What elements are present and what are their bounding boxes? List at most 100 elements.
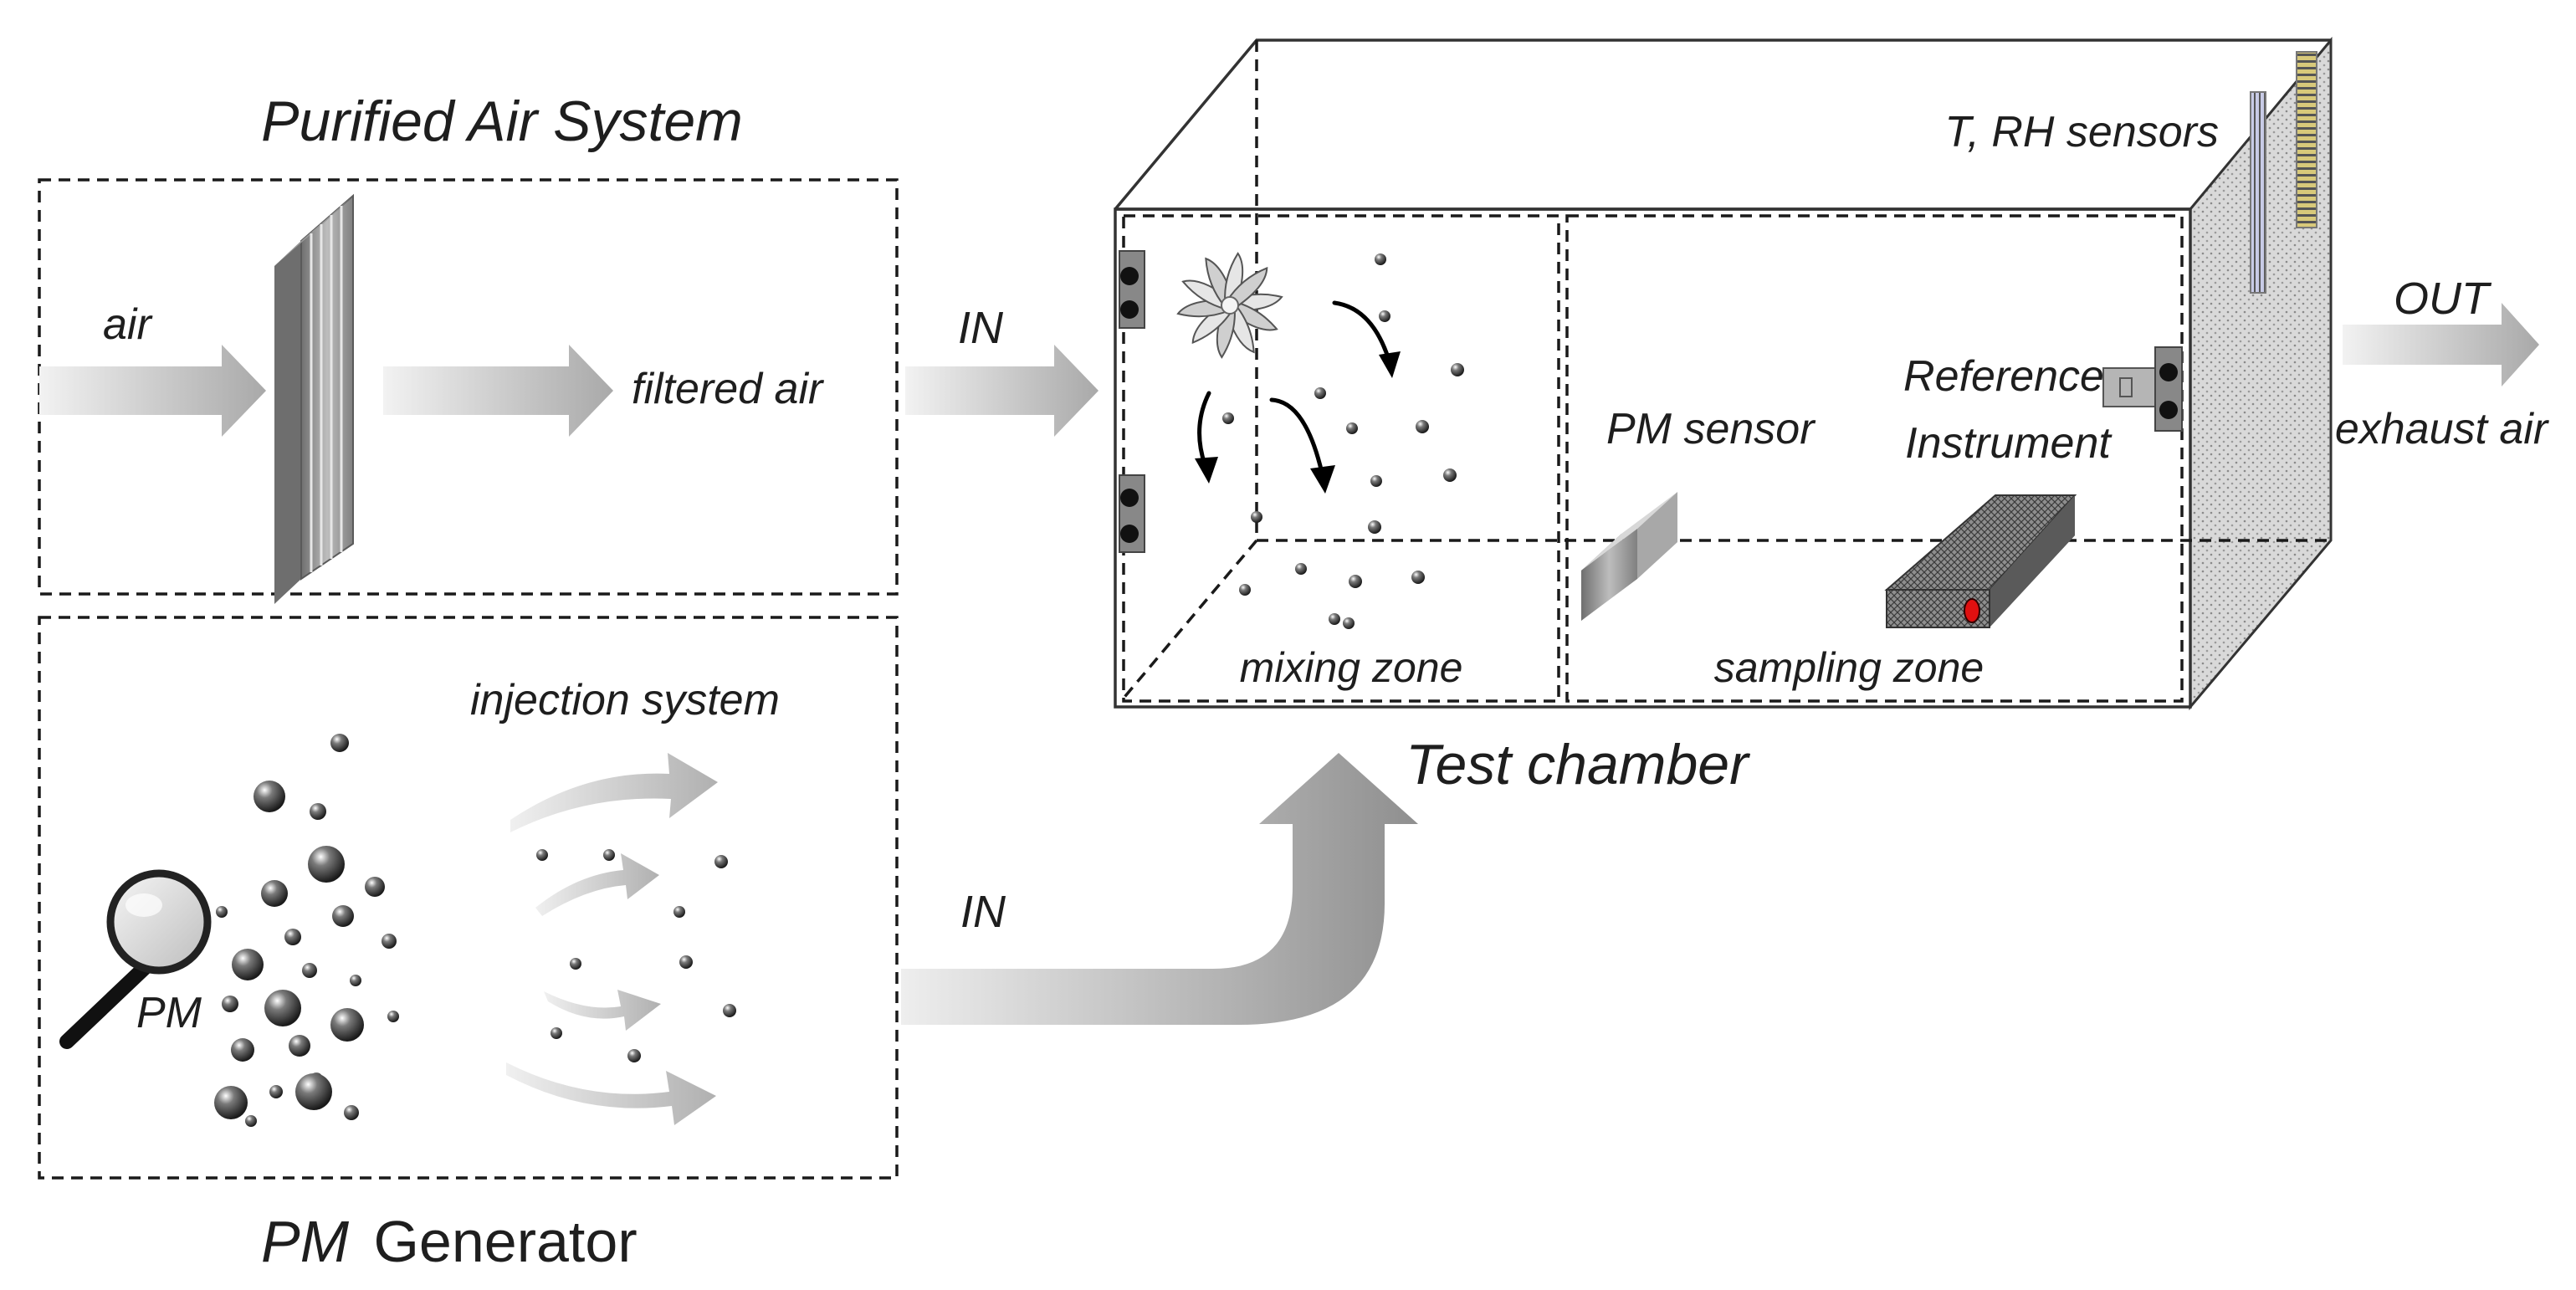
- particle-icon: [1370, 475, 1382, 487]
- particle-icon: [1379, 310, 1390, 322]
- particle-icon: [232, 949, 264, 980]
- particle-icon: [1343, 617, 1355, 629]
- pm-generator-title-rest: Generator: [373, 1209, 637, 1274]
- mixing-zone-box: [1122, 214, 1560, 703]
- particle-icon: [222, 996, 238, 1012]
- purified-air-system-title: Purified Air System: [261, 90, 743, 153]
- particle-icon: [330, 1008, 364, 1042]
- pm-sensor-icon: [1581, 492, 1677, 621]
- particle-icon: [214, 1086, 248, 1119]
- pm-generator-box: [38, 616, 899, 1180]
- in-arrow-top: [905, 345, 1099, 437]
- particle-icon: [269, 1085, 283, 1098]
- reference-instrument-icon: [1884, 494, 2077, 628]
- out-label: OUT: [2394, 274, 2492, 324]
- pm-generator-title-pm: PM: [261, 1209, 350, 1274]
- inlet-vent-bottom: [1119, 474, 1145, 553]
- particle-icon: [387, 1011, 399, 1022]
- particle-icon: [1368, 520, 1381, 534]
- in-label-top: IN: [958, 303, 1004, 353]
- particle-icon: [1329, 613, 1340, 625]
- particle-icon: [261, 880, 288, 907]
- particle-icon: [1451, 363, 1464, 376]
- reference-indicator-light: [1964, 598, 1980, 623]
- injection-arrow-1: [510, 753, 718, 832]
- air-label: air: [103, 300, 153, 349]
- test-chamber-title: Test chamber: [1406, 733, 1750, 796]
- particle-icon: [1222, 412, 1234, 424]
- particle-icon: [551, 1027, 562, 1039]
- airflow-swirls: [1195, 300, 1401, 494]
- particle-icon: [570, 958, 581, 970]
- trh-sensors-icon: [2250, 51, 2317, 294]
- filter-panel-icon: [274, 193, 354, 604]
- particle-icon: [714, 855, 728, 868]
- chamber-front-face: [1114, 207, 2192, 709]
- reference-label-line2: Instrument: [1905, 419, 2113, 468]
- particle-icon: [245, 1115, 257, 1127]
- particle-icon: [231, 1038, 254, 1062]
- sampling-zone-box: [1565, 214, 2184, 703]
- particle-icon: [1314, 387, 1326, 399]
- pm-label: PM: [136, 989, 202, 1037]
- filtered-air-arrow: [383, 345, 613, 437]
- inlet-vent-top: [1119, 250, 1145, 329]
- purified-air-system: Purified Air System air filtered air: [38, 90, 899, 604]
- test-chamber: T, RH sensors: [1114, 36, 2333, 796]
- particle-cluster: [214, 734, 399, 1127]
- particle-icon: [332, 905, 354, 927]
- mixing-zone-label: mixing zone: [1240, 644, 1463, 691]
- outlet-vent: [2102, 346, 2183, 432]
- injection-arrow-4: [506, 1062, 716, 1125]
- particle-icon: [627, 1049, 641, 1062]
- pm-sensor-label: PM sensor: [1606, 405, 1816, 453]
- particle-icon: [723, 1004, 736, 1017]
- particle-icon: [1411, 571, 1425, 584]
- particle-icon: [310, 803, 326, 820]
- particle-icon: [254, 781, 285, 812]
- particle-icon: [1251, 511, 1262, 523]
- particle-icon: [295, 1073, 332, 1110]
- particle-icon: [1346, 422, 1358, 434]
- particle-icon: [1239, 584, 1251, 596]
- filtered-air-label: filtered air: [632, 365, 825, 413]
- particle-icon: [216, 906, 228, 918]
- reference-label-line1: Reference: [1903, 352, 2104, 401]
- particle-icon: [1443, 468, 1457, 482]
- trh-sensors-label: T, RH sensors: [1944, 108, 2219, 156]
- particle-icon: [679, 955, 693, 969]
- injection-arrow-3: [544, 990, 661, 1031]
- sampling-zone-label: sampling zone: [1714, 644, 1984, 691]
- exhaust-air-label: exhaust air: [2335, 405, 2550, 453]
- particle-icon: [289, 1035, 310, 1057]
- particle-icon: [344, 1105, 359, 1120]
- particle-icon: [1295, 563, 1307, 575]
- injection-system-label: injection system: [470, 676, 780, 724]
- pm-generator-title: PM Generator: [261, 1209, 638, 1274]
- particle-icon: [603, 849, 615, 861]
- injection-arrow-2: [535, 853, 659, 916]
- particle-icon: [536, 849, 548, 861]
- particle-icon: [1416, 420, 1429, 433]
- particle-icon: [330, 734, 349, 752]
- particle-icon: [350, 975, 361, 986]
- particle-icon: [308, 846, 345, 883]
- chamber-particles: [1222, 253, 1464, 629]
- pm-generator: PM injection system PM Generator: [38, 616, 899, 1274]
- injection-arrows: [506, 753, 718, 1125]
- in-label-bottom: IN: [960, 887, 1006, 937]
- air-inlet-arrow: [39, 345, 266, 437]
- particle-icon: [302, 963, 317, 978]
- particle-icon: [1349, 575, 1362, 588]
- injection-particles: [536, 849, 736, 1062]
- particle-icon: [382, 934, 397, 949]
- out-arrow: [2343, 303, 2539, 386]
- particle-icon: [284, 929, 301, 945]
- magnifier-icon: [59, 869, 212, 1049]
- fan-icon: [1176, 252, 1283, 359]
- particle-icon: [1375, 253, 1386, 265]
- in-arrow-bottom: [901, 753, 1418, 1025]
- particle-icon: [365, 877, 385, 897]
- particle-icon: [264, 990, 301, 1026]
